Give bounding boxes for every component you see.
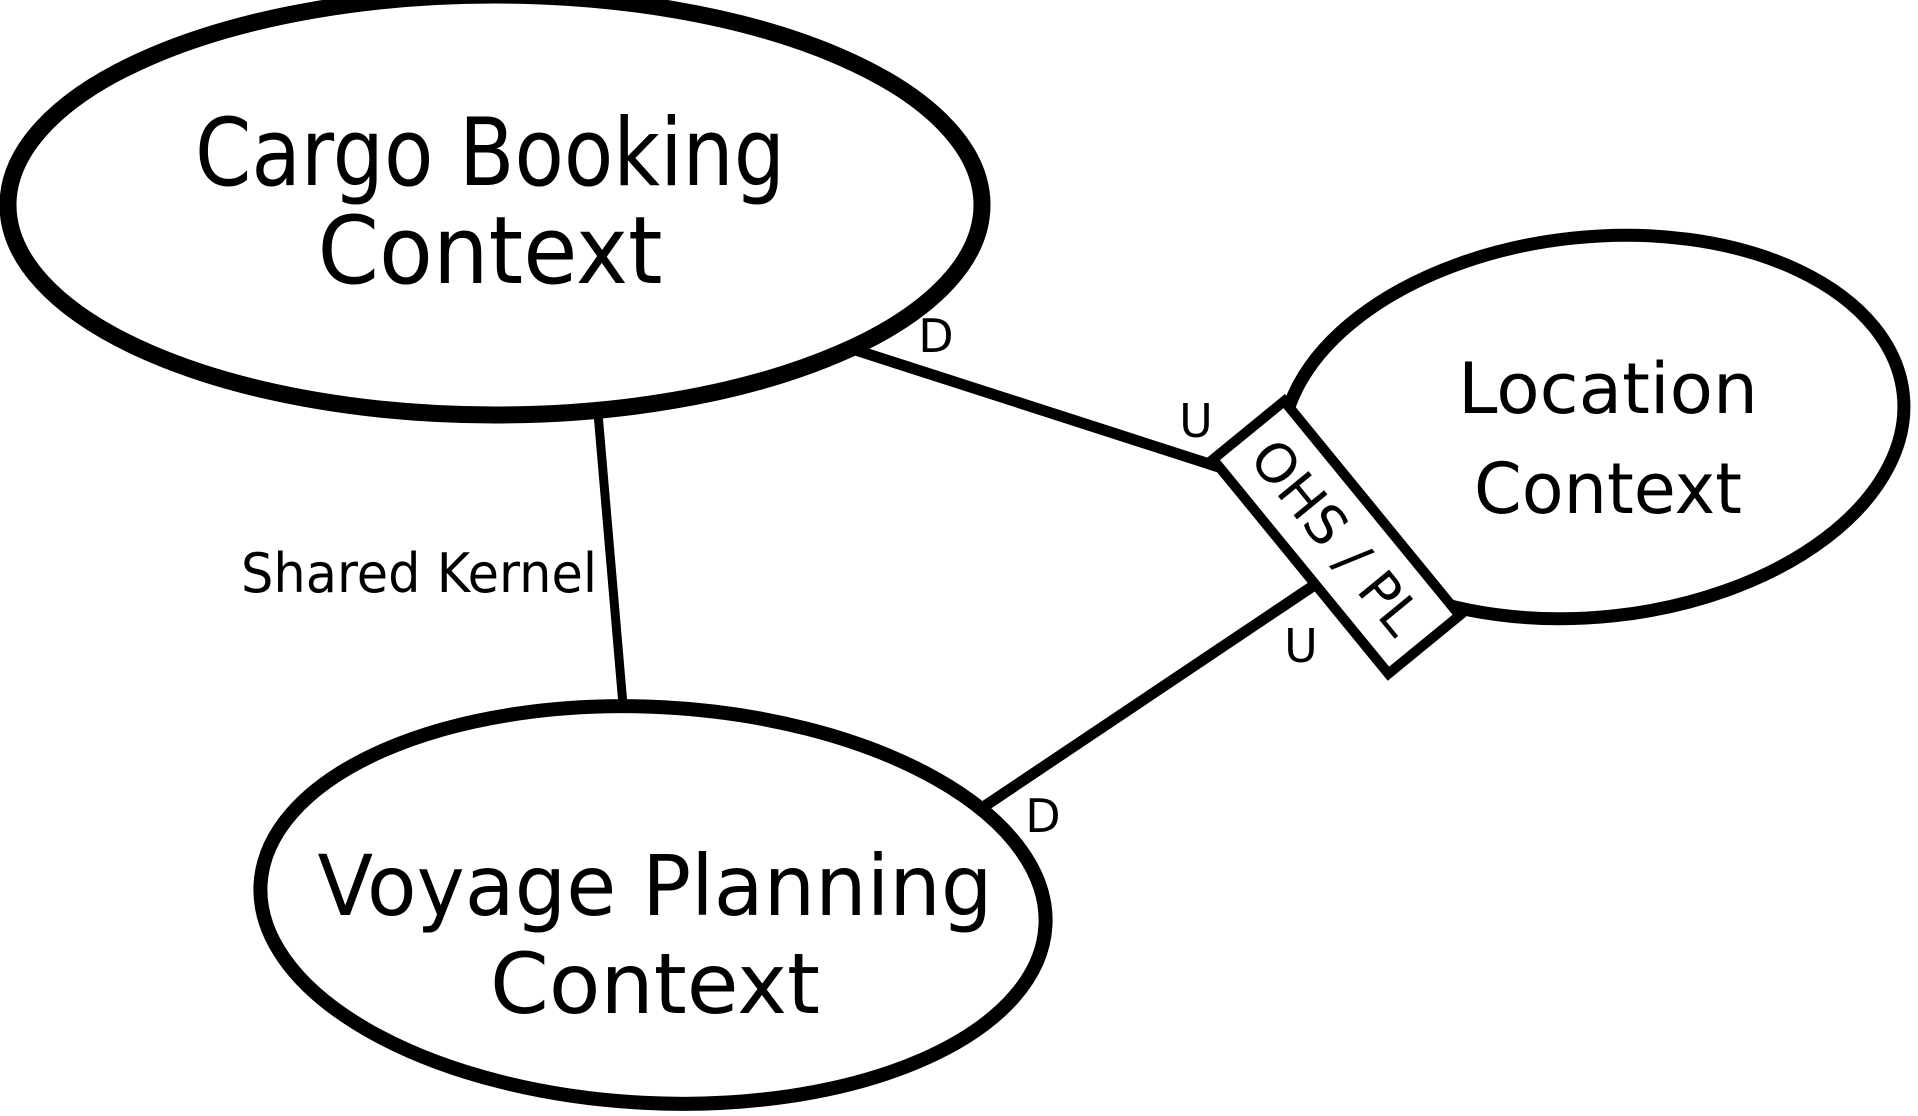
upstream-label-cargo-location: U	[1179, 394, 1213, 448]
downstream-label-cargo: D	[918, 309, 953, 363]
location-label-line1: Location	[1458, 348, 1758, 430]
upstream-label-voyage-location: U	[1284, 619, 1318, 673]
downstream-label-voyage: D	[1025, 789, 1060, 843]
cargo-booking-label-line1: Cargo Booking	[195, 99, 785, 208]
voyage-planning-label-line2: Context	[490, 935, 820, 1033]
shared-kernel-label: Shared Kernel	[241, 542, 597, 605]
voyage-planning-label-line1: Voyage Planning	[318, 837, 993, 935]
cargo-booking-label-line2: Context	[318, 197, 663, 306]
edge-voyage-to-location	[952, 574, 1328, 830]
edge-shared-kernel	[591, 385, 631, 745]
node-cargo-booking-context	[0, 0, 991, 424]
edge-cargo-to-location	[834, 339, 1234, 476]
node-voyage-planning-context	[253, 699, 1053, 1111]
location-label-line2: Context	[1474, 448, 1742, 530]
ohs-pl-rect	[1205, 394, 1467, 681]
